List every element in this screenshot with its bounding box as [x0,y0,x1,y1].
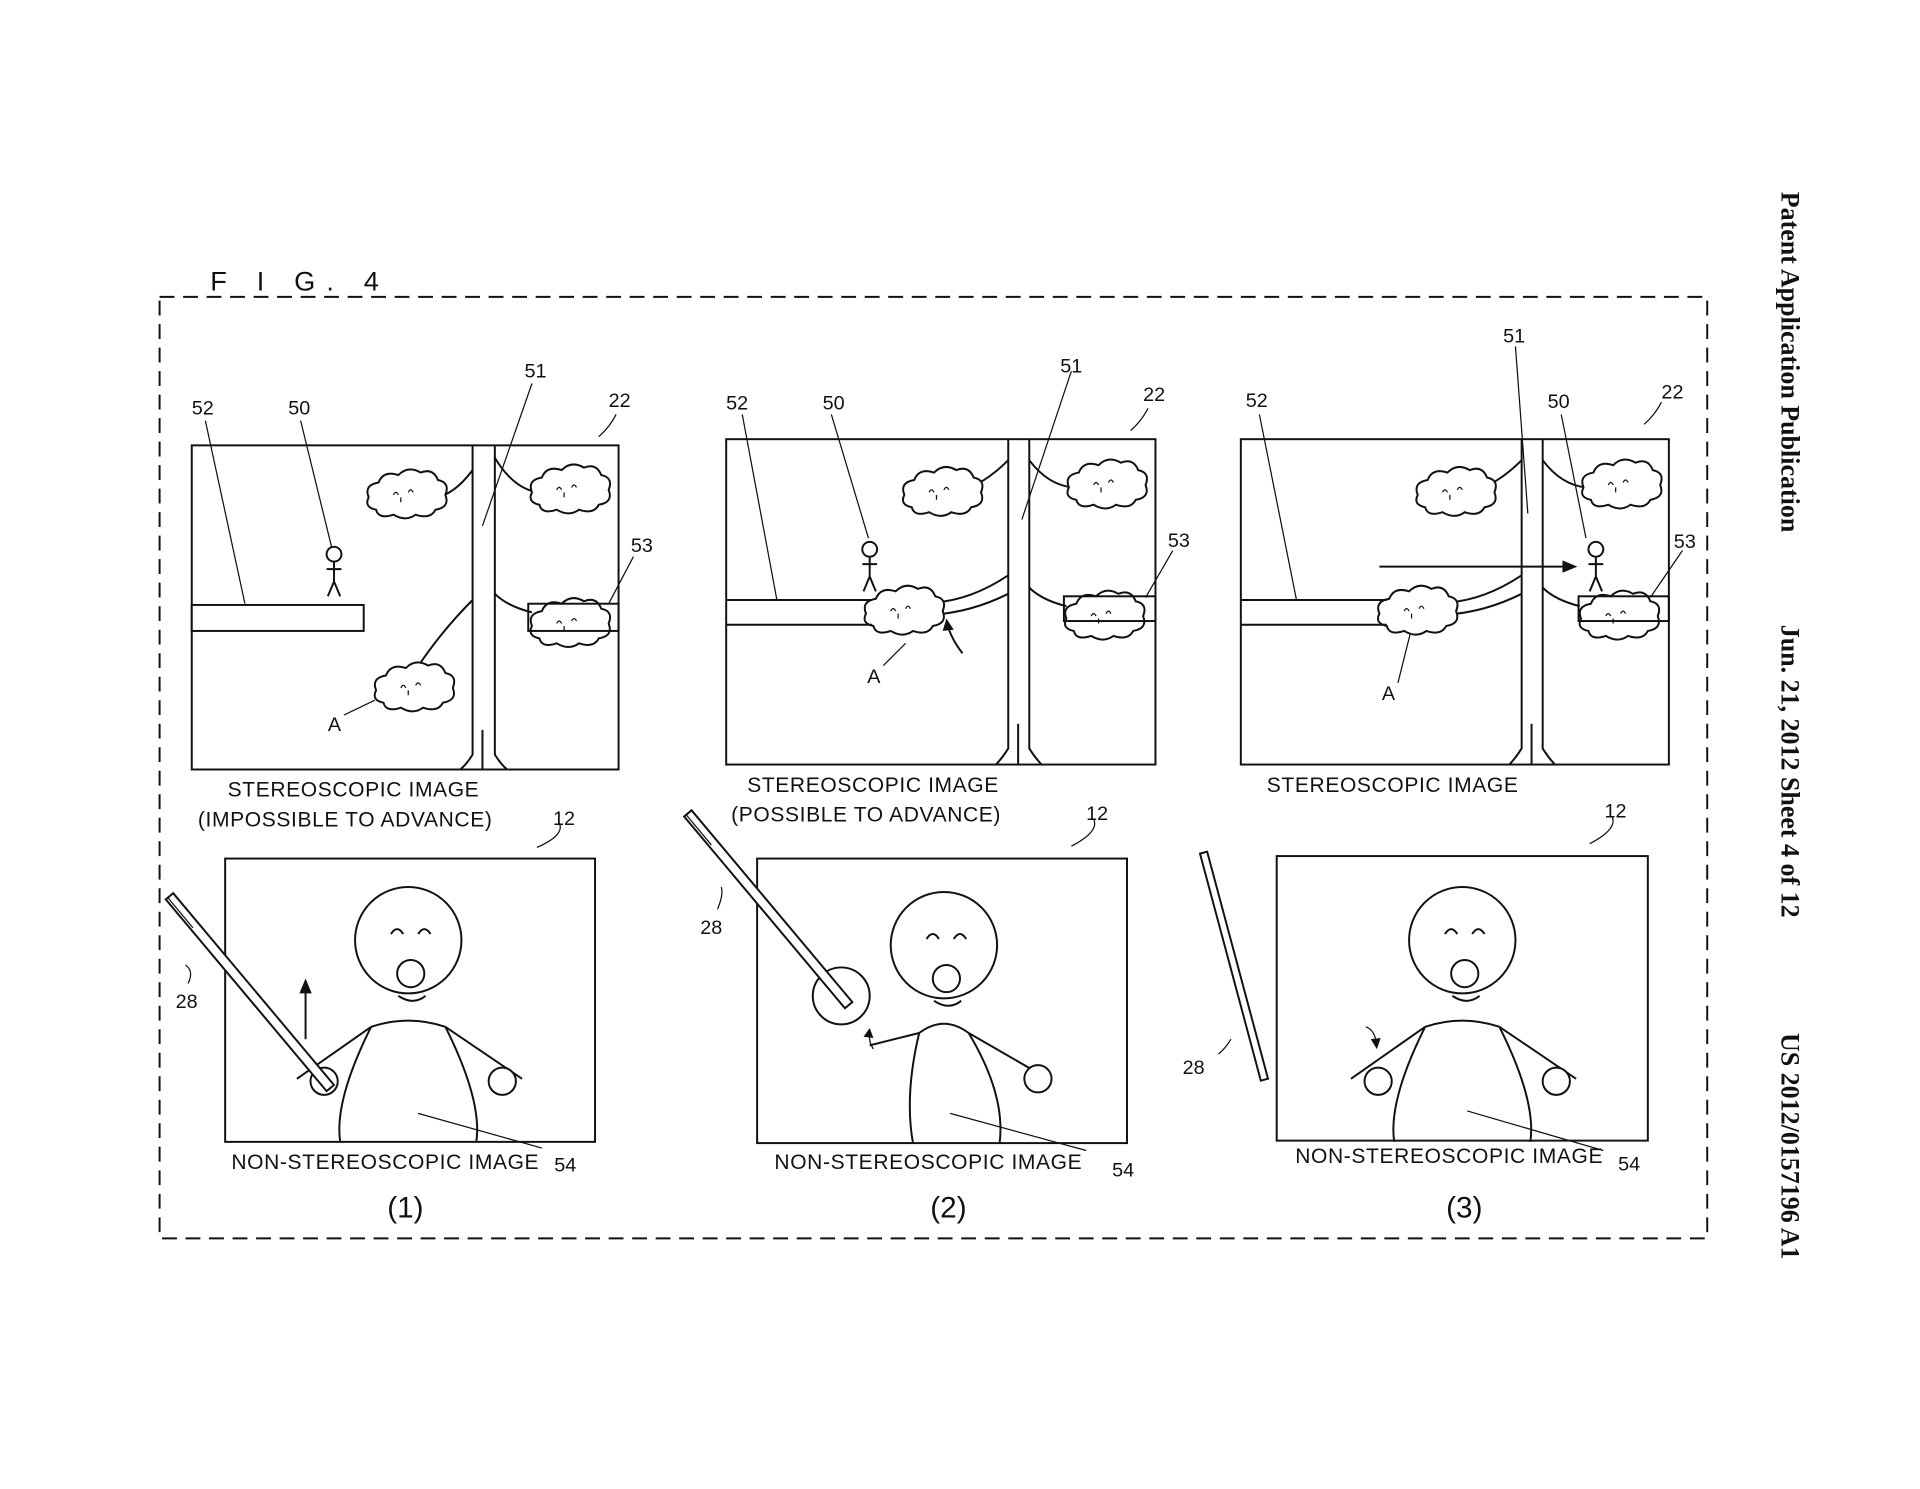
ref-53: 53 [1168,530,1190,552]
tree-trunk [1508,439,1556,766]
ref-12: 12 [1086,803,1108,825]
panel-1: 52 50 51 22 53 A STEREOSCOPIC IMAGE (IMP… [164,360,653,1224]
ref-52: 52 [192,397,214,419]
rotation-arrow [1365,1026,1377,1040]
ref-51: 51 [525,360,547,382]
ref-A: A [867,666,881,688]
caption-stereoscopic: STEREOSCOPIC IMAGE [1267,774,1519,797]
non-stereoscopic-screen [224,857,597,1143]
caption-non-stereoscopic: NON-STEREOSCOPIC IMAGE [774,1151,1082,1174]
ref-12: 12 [1605,801,1627,823]
ref-52: 52 [1246,390,1268,412]
ref-54: 54 [1112,1159,1134,1181]
panel-2: 52 50 51 22 53 A STEREOSCOPIC IMAGE (POS… [683,355,1190,1224]
ref-51: 51 [1060,355,1082,377]
character-54 [1349,886,1578,1143]
publication-label: Patent Application Publication [1775,192,1804,533]
platform-53 [527,602,620,632]
platform-53 [1062,595,1157,623]
patent-number: US 2012/0157196 A1 [1775,1033,1804,1260]
ref-54: 54 [1618,1153,1640,1175]
ref-22: 22 [609,390,631,412]
panel-index: (2) [930,1191,966,1224]
caption-non-stereoscopic: NON-STEREOSCOPIC IMAGE [1295,1145,1603,1168]
ref-50: 50 [288,397,310,419]
ref-A: A [328,714,342,736]
ref-54: 54 [554,1155,576,1177]
ref-28: 28 [700,917,722,939]
ref-52: 52 [726,392,748,414]
figure-title: F I G. 4 [210,266,390,297]
character-54 [295,886,524,1143]
platform-52 [726,599,873,626]
date-sheet-label: Jun. 21, 2012 Sheet 4 of 12 [1775,625,1804,918]
platform-53 [1577,595,1670,623]
caption-stereoscopic: STEREOSCOPIC IMAGE [228,779,480,802]
panel-index: (3) [1446,1191,1482,1224]
panel-3: 52 50 51 22 53 A STEREOSCOPIC IMAGE 12 2… [1183,326,1696,1225]
figure-dashed-border [158,295,1709,1240]
platform-52 [190,603,365,632]
ref-A: A [1382,683,1396,705]
ref-50: 50 [1548,391,1570,413]
ref-28: 28 [1183,1057,1205,1079]
tree-trunk [995,439,1043,766]
player-character-50 [861,540,879,593]
ref-28: 28 [176,991,198,1013]
player-character-50 [1587,540,1605,593]
ref-12: 12 [553,808,575,830]
caption-non-stereoscopic: NON-STEREOSCOPIC IMAGE [231,1151,539,1174]
platform-52 [1240,599,1387,626]
caption-stereoscopic: STEREOSCOPIC IMAGE [747,774,999,797]
header: Patent Application Publication Jun. 21, … [1775,192,1804,1260]
caption-advance-status: (POSSIBLE TO ADVANCE) [731,803,1001,826]
stylus-28 [1198,850,1270,1082]
ref-22: 22 [1661,381,1683,403]
caption-advance-status: (IMPOSSIBLE TO ADVANCE) [198,808,493,831]
panel-index: (1) [387,1191,423,1224]
ref-50: 50 [823,392,845,414]
ref-51: 51 [1503,326,1525,348]
non-stereoscopic-screen [756,857,1128,1145]
tree-trunk [459,445,508,771]
stylus-28 [683,809,854,1010]
ref-53: 53 [631,535,653,557]
ref-53: 53 [1674,531,1696,553]
non-stereoscopic-screen [1275,855,1649,1142]
character-54 [811,890,1053,1144]
player-character-50 [325,545,343,598]
ref-22: 22 [1143,384,1165,406]
